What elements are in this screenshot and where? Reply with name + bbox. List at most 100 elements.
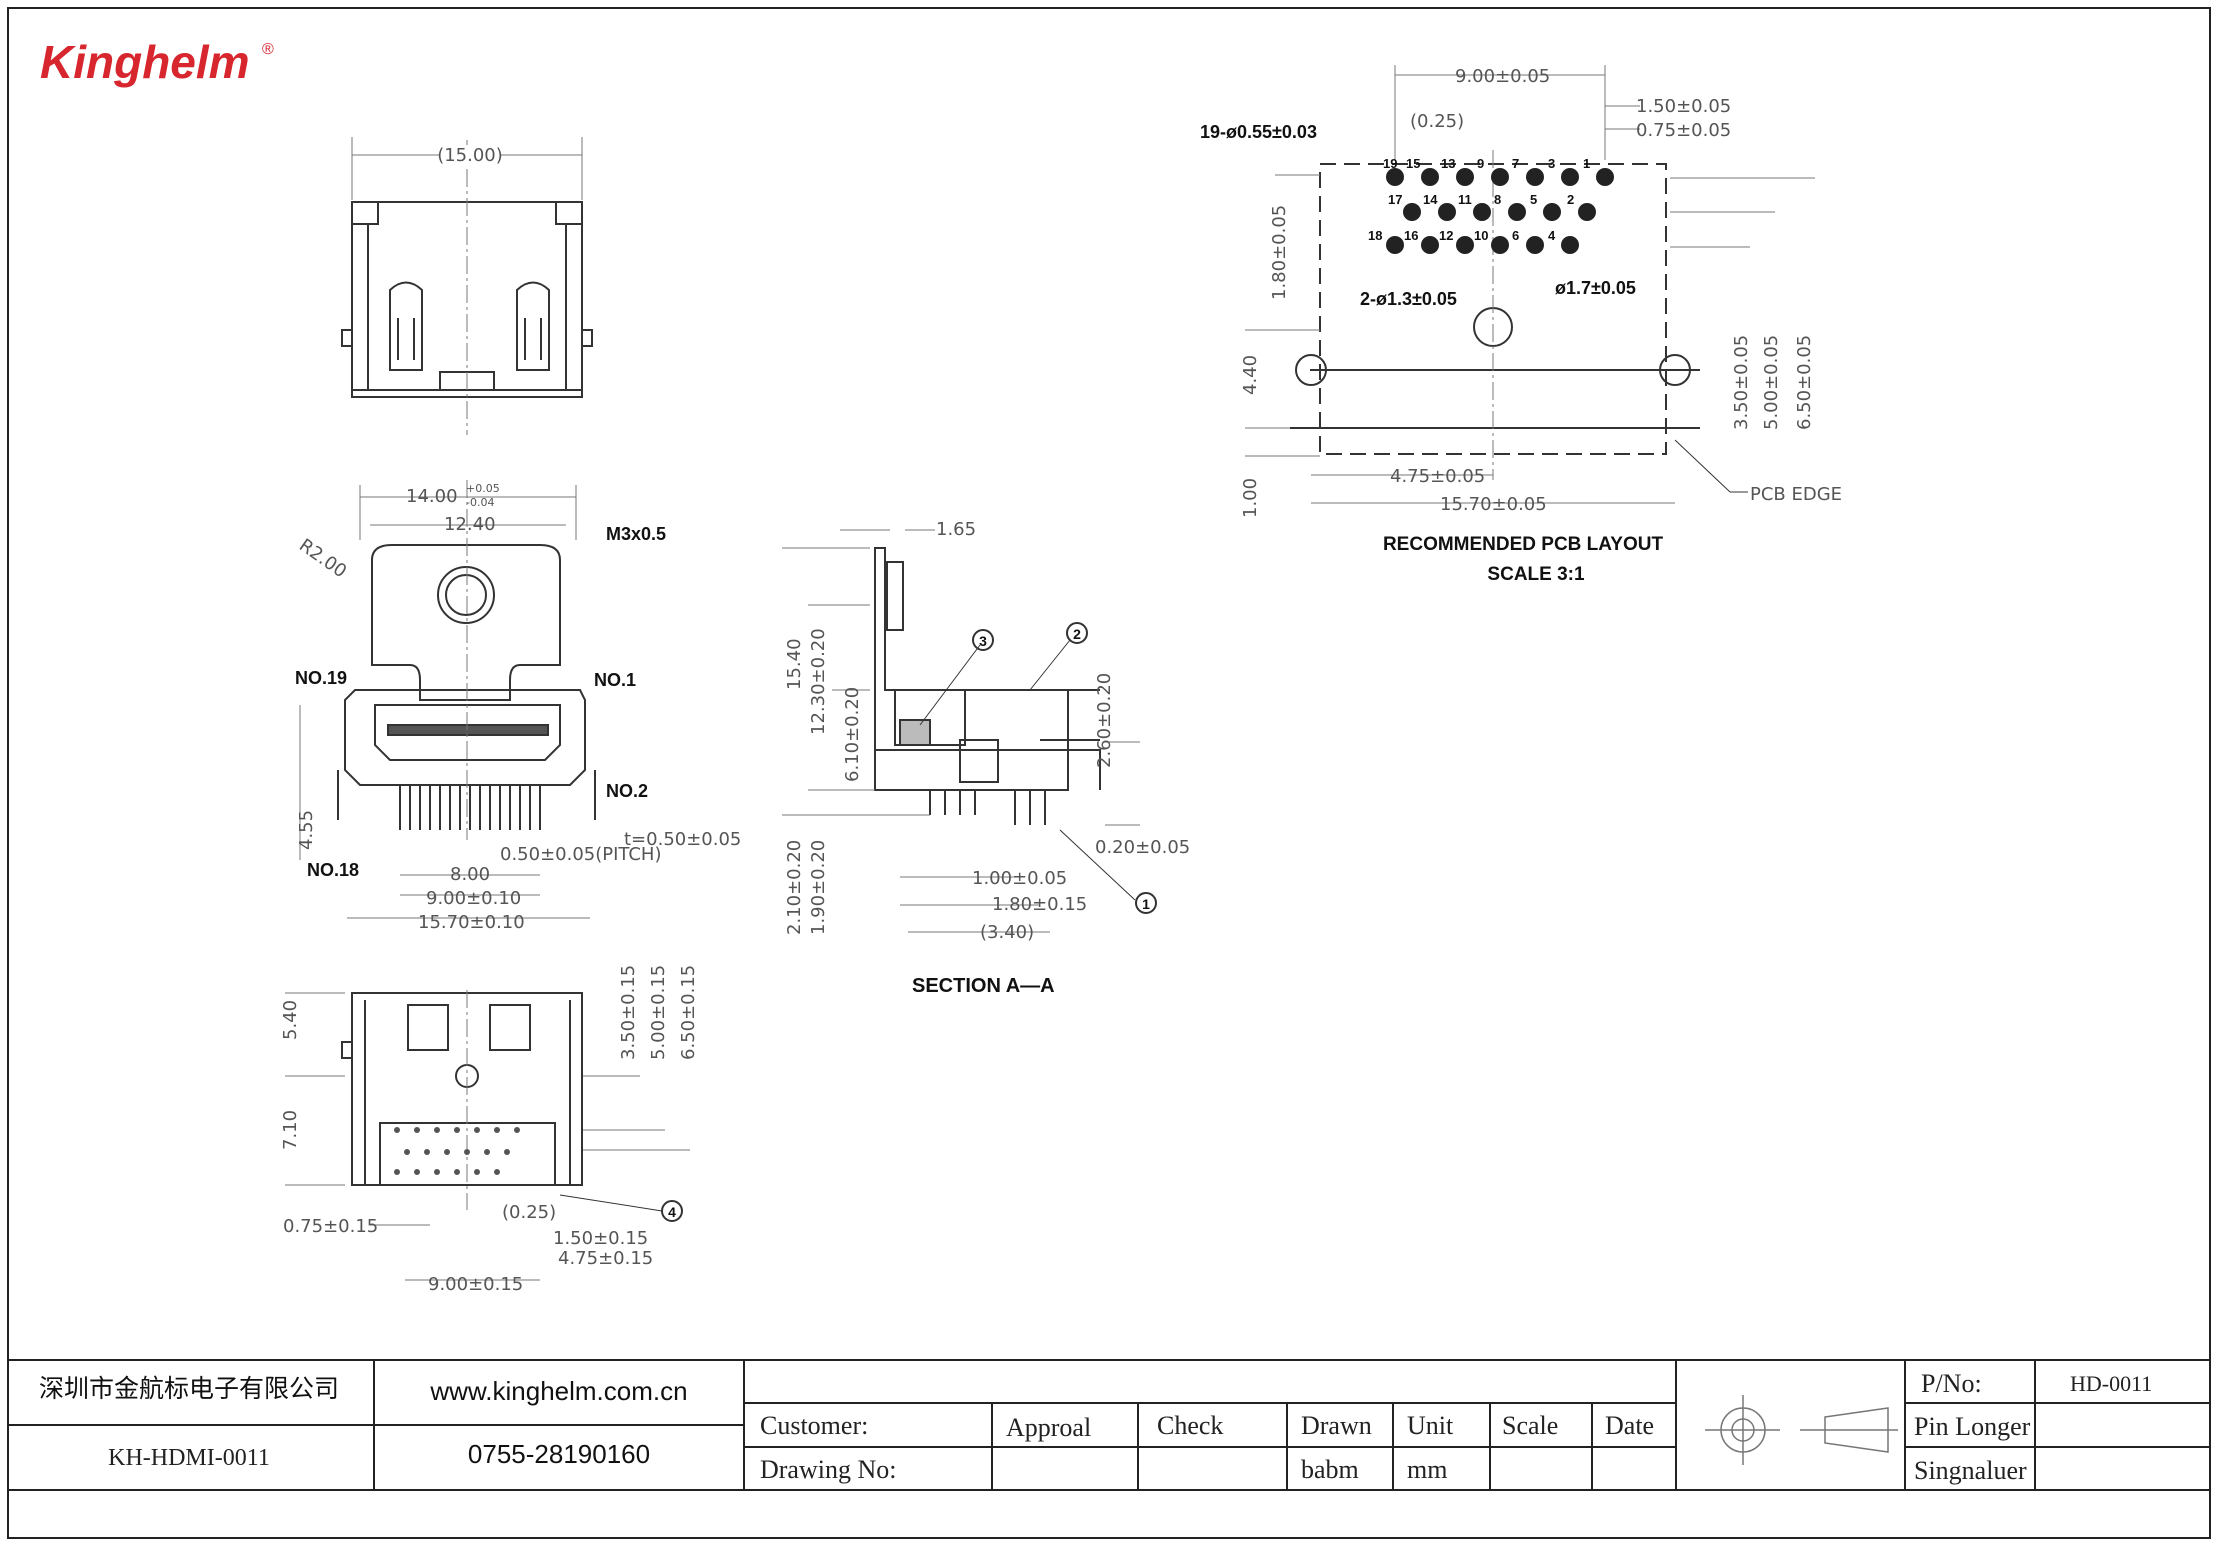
title-scale-label: Scale xyxy=(1502,1411,1558,1440)
pcb-pin-num: 15 xyxy=(1406,156,1420,171)
section-title: SECTION A—A xyxy=(912,975,1055,997)
pcb-layout-title: RECOMMENDED PCB LAYOUT xyxy=(1383,534,1663,555)
pcb-pin-num: 3 xyxy=(1548,156,1555,171)
pcb-dim-650: 6.50±0.05 xyxy=(1794,335,1815,430)
title-company-cn: 深圳市金航标电子有限公司 xyxy=(39,1375,339,1403)
title-pin-longer: Pin Longer xyxy=(1914,1412,2031,1441)
section-dim-180: 1.80±0.15 xyxy=(992,894,1087,915)
section-dim-340: (3.40) xyxy=(980,922,1034,943)
title-pno-value: HD-0011 xyxy=(2070,1371,2152,1396)
bottom-view xyxy=(299,480,596,919)
pcb-dim-180: 1.80±0.05 xyxy=(1269,205,1290,300)
pcb-dim-1570: 15.70±0.05 xyxy=(1440,494,1547,515)
pcb-dim-440: 4.40 xyxy=(1240,355,1261,395)
pcb-pin-num: 4 xyxy=(1548,228,1556,243)
pcb-pin-num: 12 xyxy=(1439,228,1453,243)
rear-dim-710: 7.10 xyxy=(280,1110,301,1150)
pin-label-no1: NO.1 xyxy=(594,670,636,690)
pcb-dim-150: 1.50±0.05 xyxy=(1636,96,1731,117)
bottom-dim-455: 4.55 xyxy=(296,810,317,850)
section-callout-2-circle xyxy=(1066,622,1088,644)
pcb-mount-holes-label: 2-ø1.3±0.05 xyxy=(1360,289,1457,309)
title-date-label: Date xyxy=(1605,1411,1654,1440)
title-pno-label: P/No: xyxy=(1921,1369,1982,1398)
pcb-dim-100: 1.00 xyxy=(1240,478,1261,518)
bottom-dim-14: 14.00 xyxy=(406,486,458,507)
pcb-pin-num: 2 xyxy=(1567,192,1574,207)
pcb-layout-scale: SCALE 3:1 xyxy=(1487,564,1585,585)
bottom-dim-14-tol-dn: -0.04 xyxy=(466,496,494,509)
section-callout-3-circle xyxy=(972,629,994,651)
section-callout-3-text: 3 xyxy=(979,633,987,649)
pcb-holes-label: 19-ø0.55±0.03 xyxy=(1200,122,1317,142)
pcb-dim-075: 0.75±0.05 xyxy=(1636,120,1731,141)
rear-pin-grid xyxy=(394,1127,520,1175)
section-dim-165: 1.65 xyxy=(936,519,976,540)
pcb-edge-label: PCB EDGE xyxy=(1750,484,1842,505)
pin-label-no2: NO.2 xyxy=(606,781,648,801)
rear-view xyxy=(285,990,690,1281)
bottom-dim-1240: 12.40 xyxy=(444,514,496,535)
front-view xyxy=(341,137,593,435)
bottom-thickness: t=0.50±0.05 xyxy=(624,829,741,850)
title-model-code: KH-HDMI-0011 xyxy=(108,1445,270,1471)
rear-dim-150: 1.50±0.15 xyxy=(553,1228,648,1249)
title-drawing-no-label: Drawing No: xyxy=(760,1455,896,1484)
title-drawn-value: babm xyxy=(1301,1455,1359,1484)
section-dim-1230: 12.30±0.20 xyxy=(808,628,829,735)
section-dim-020: 0.20±0.05 xyxy=(1095,837,1190,858)
pcb-pin-holes xyxy=(1386,168,1614,254)
pcb-pin-num: 9 xyxy=(1477,156,1484,171)
front-dim-width: (15.00) xyxy=(437,145,503,166)
title-approal-label: Approal xyxy=(1006,1413,1091,1442)
pcb-pin-num: 16 xyxy=(1404,228,1418,243)
pin-label-no19: NO.19 xyxy=(295,668,347,688)
pcb-pin-num: 17 xyxy=(1388,192,1402,207)
rear-dim-540: 5.40 xyxy=(280,1000,301,1040)
pcb-pin-num: 18 xyxy=(1368,228,1382,243)
title-unit-value: mm xyxy=(1407,1455,1447,1484)
logo-text: Kinghelm xyxy=(40,36,250,88)
pcb-dim-350: 3.50±0.05 xyxy=(1731,335,1752,430)
rear-dim-075: 0.75±0.15 xyxy=(283,1216,378,1237)
title-customer-label: Customer: xyxy=(760,1411,868,1440)
section-callout-2-text: 2 xyxy=(1073,626,1081,642)
bottom-radius: R2.00 xyxy=(295,535,350,582)
pcb-pin-numbers: 19 15 13 9 7 3 1 17 14 11 8 5 2 18 16 12… xyxy=(1368,156,1590,243)
bottom-pitch: 0.50±0.05(PITCH) xyxy=(500,844,662,865)
section-dim-1540: 15.40 xyxy=(784,638,805,690)
pcb-pin-num: 6 xyxy=(1512,228,1519,243)
logo-registered-mark: ® xyxy=(262,41,274,58)
pcb-pin-num: 1 xyxy=(1583,156,1590,171)
title-drawn-label: Drawn xyxy=(1301,1411,1372,1440)
section-view xyxy=(782,529,1140,933)
pcb-pin-num: 11 xyxy=(1458,192,1472,207)
title-signaluer: Singnaluer xyxy=(1914,1456,2027,1485)
kinghelm-logo: Kinghelm ® xyxy=(40,36,274,88)
bottom-dim-1570: 15.70±0.10 xyxy=(418,912,525,933)
rear-dim-025: (0.25) xyxy=(502,1202,556,1223)
pcb-pin-num: 10 xyxy=(1474,228,1488,243)
title-check-label: Check xyxy=(1157,1411,1223,1440)
projection-symbol xyxy=(1705,1395,1898,1465)
pcb-layout xyxy=(1245,65,1815,504)
sheet-border xyxy=(7,7,2211,1539)
section-callout-1-circle xyxy=(1135,892,1157,914)
title-phone: 0755-28190160 xyxy=(468,1439,650,1469)
title-website[interactable]: www.kinghelm.com.cn xyxy=(429,1376,687,1406)
rear-callout-4-text: 4 xyxy=(668,1204,676,1220)
title-block-frame xyxy=(8,1359,2210,1491)
section-dim-210: 2.10±0.20 xyxy=(784,840,805,935)
rear-dim-475: 4.75±0.15 xyxy=(558,1248,653,1269)
rear-callout-4-circle xyxy=(661,1200,683,1222)
pcb-dim-025: (0.25) xyxy=(1410,111,1464,132)
pin-label-no18: NO.18 xyxy=(307,860,359,880)
pcb-pin-num: 19 xyxy=(1383,156,1397,171)
section-callout-1-text: 1 xyxy=(1142,896,1150,912)
pcb-pin-num: 14 xyxy=(1423,192,1438,207)
rear-dim-650: 6.50±0.15 xyxy=(678,965,699,1060)
pcb-pin-num: 8 xyxy=(1494,192,1501,207)
rear-dim-900: 9.00±0.15 xyxy=(428,1274,523,1295)
bottom-dim-14-tol-up: +0.05 xyxy=(466,482,500,495)
